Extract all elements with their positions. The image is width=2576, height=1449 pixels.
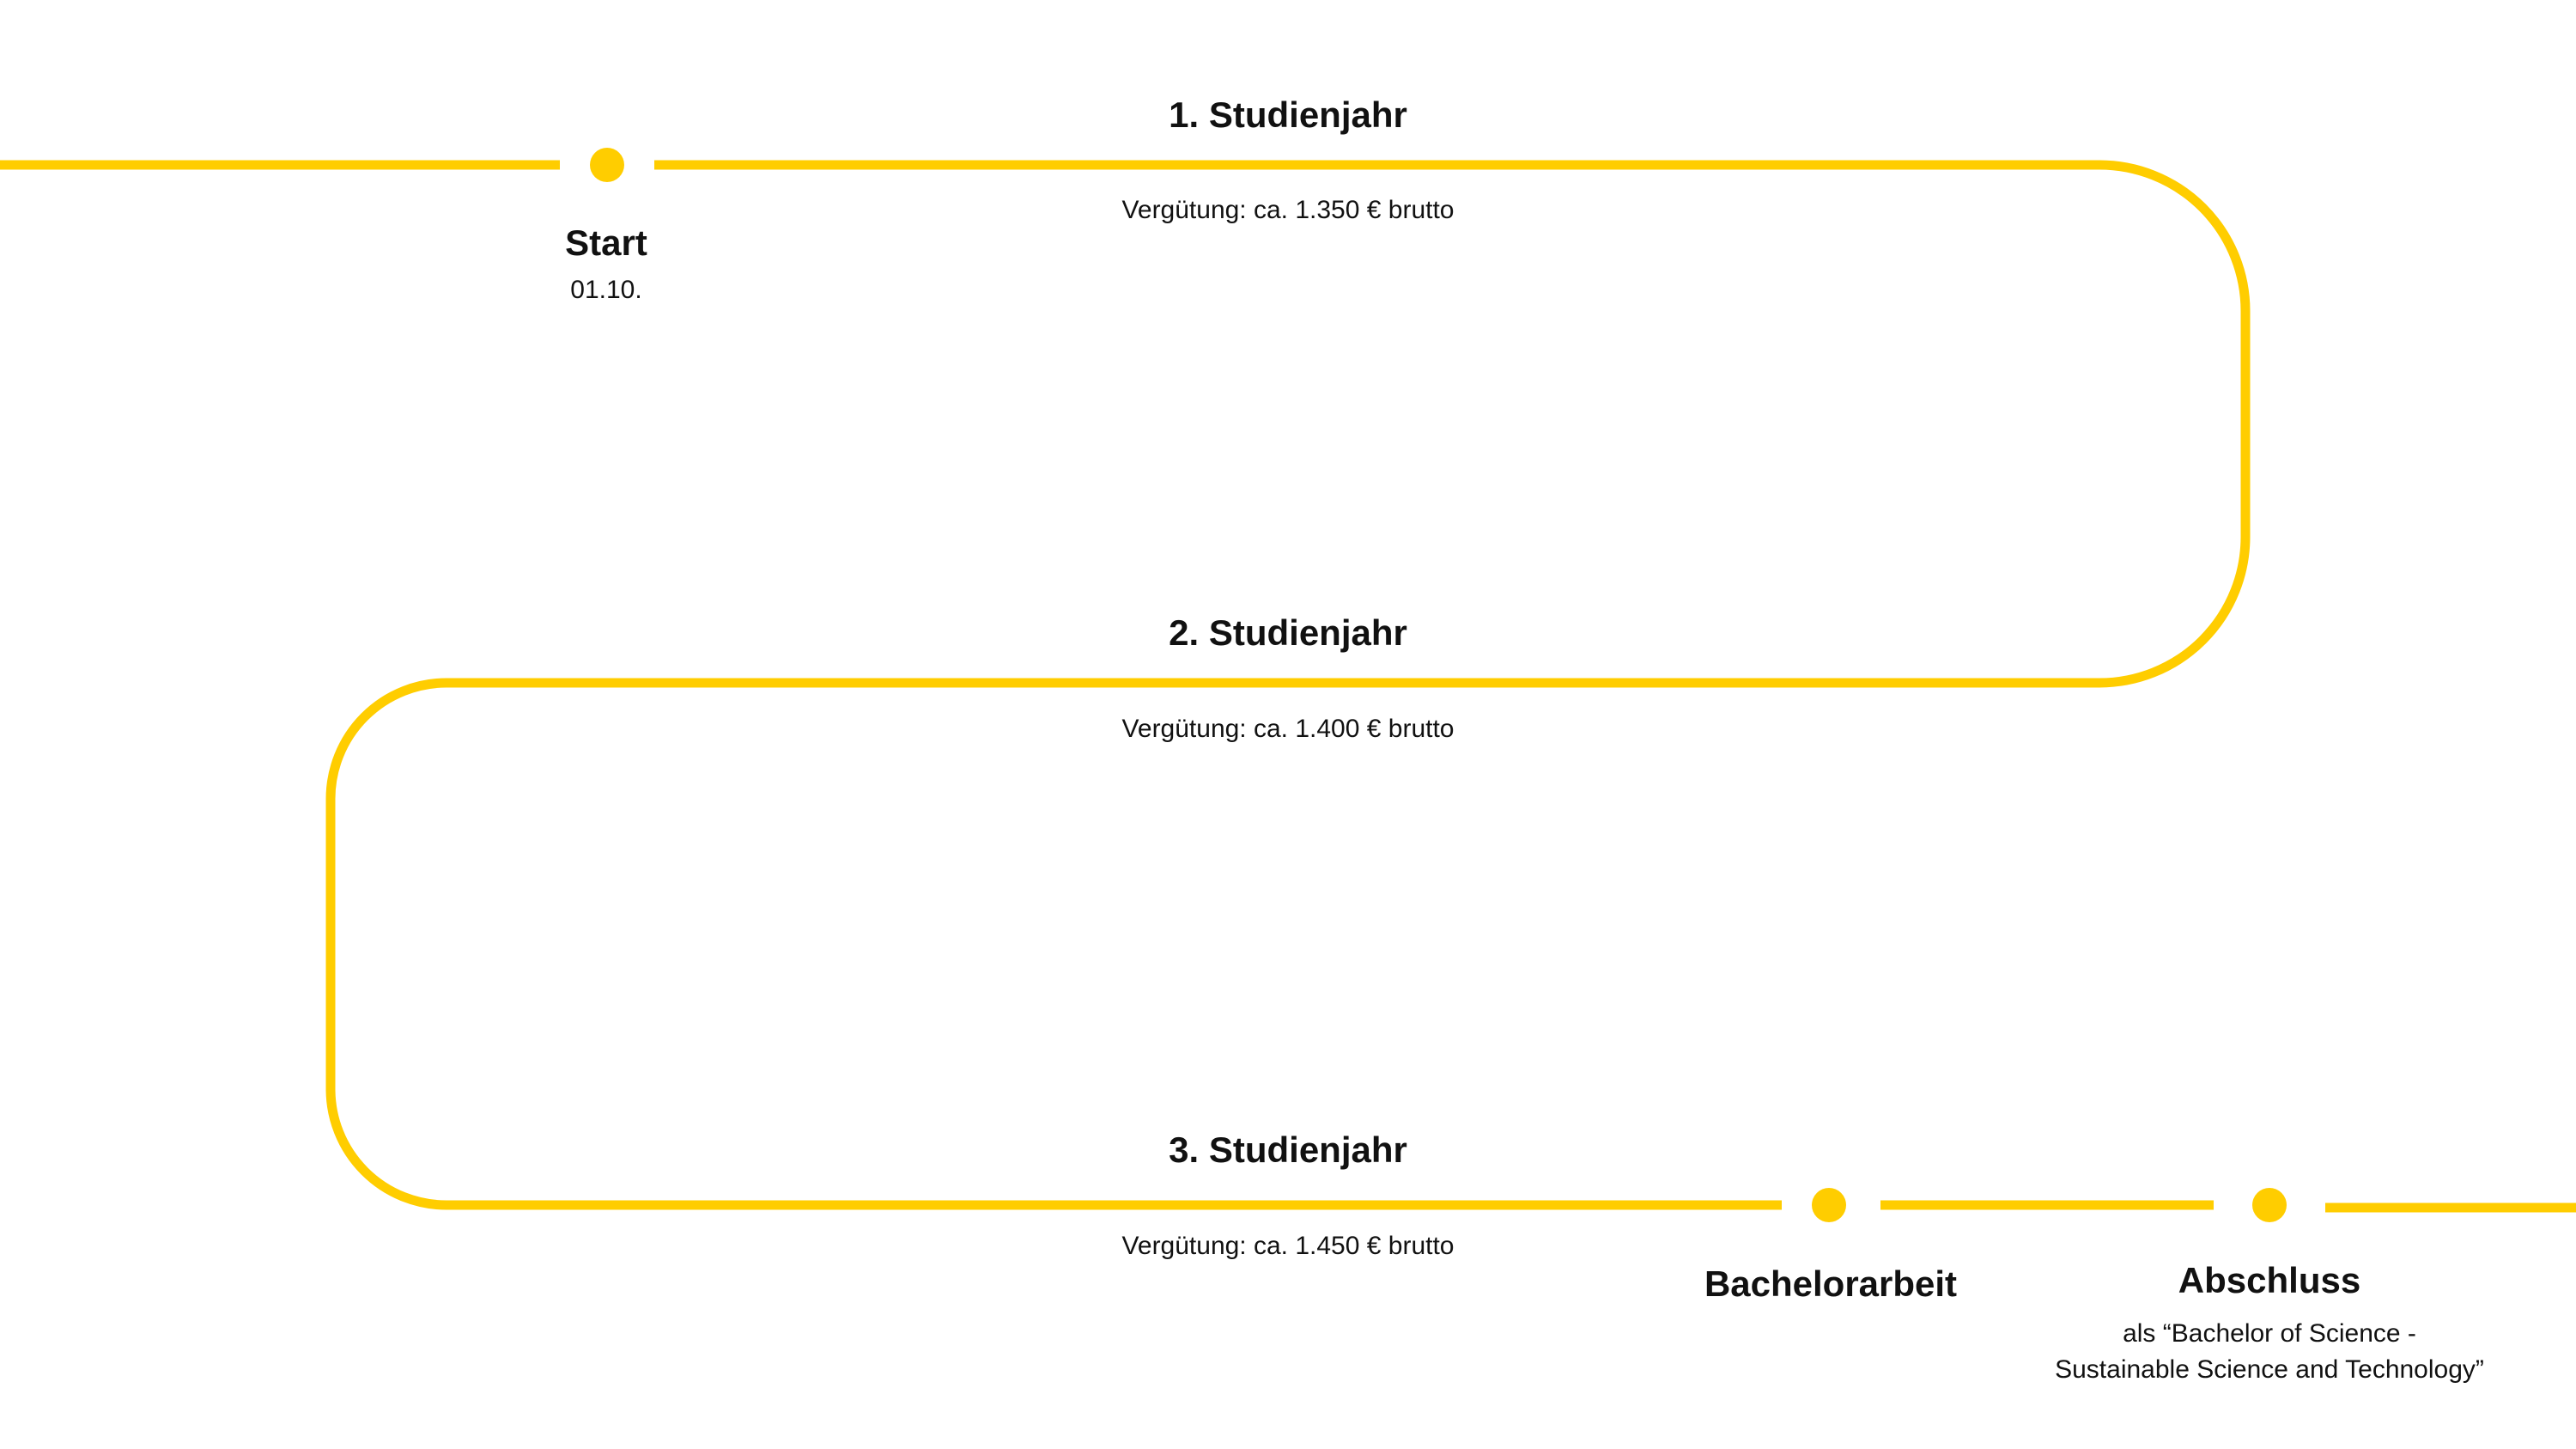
bachelorarbeit-milestone-dot	[1812, 1188, 1846, 1222]
start-title: Start	[565, 222, 647, 263]
abschluss-title: Abschluss	[2178, 1260, 2361, 1300]
year-1-salary: Vergütung: ca. 1.350 € brutto	[1121, 196, 1455, 224]
year-2-title: 2. Studienjahr	[1169, 612, 1407, 653]
year-3-title: 3. Studienjahr	[1169, 1129, 1407, 1170]
abschluss-description-line-1: als “Bachelor of Science -	[2123, 1319, 2416, 1348]
track-segment-main	[325, 160, 2251, 1210]
year-2-salary: Vergütung: ca. 1.400 € brutto	[1121, 715, 1455, 743]
bachelorarbeit-title: Bachelorarbeit	[1704, 1263, 1958, 1304]
start-milestone-dot	[590, 148, 624, 182]
abschluss-description: als “Bachelor of Science - Sustainable S…	[2055, 1316, 2484, 1388]
start-date: 01.10.	[570, 276, 642, 304]
abschluss-description-line-2: Sustainable Science and Technology”	[2055, 1355, 2484, 1384]
abschluss-milestone-dot	[2252, 1188, 2287, 1222]
year-1-title: 1. Studienjahr	[1169, 94, 1407, 135]
year-3-salary: Vergütung: ca. 1.450 € brutto	[1121, 1232, 1455, 1260]
